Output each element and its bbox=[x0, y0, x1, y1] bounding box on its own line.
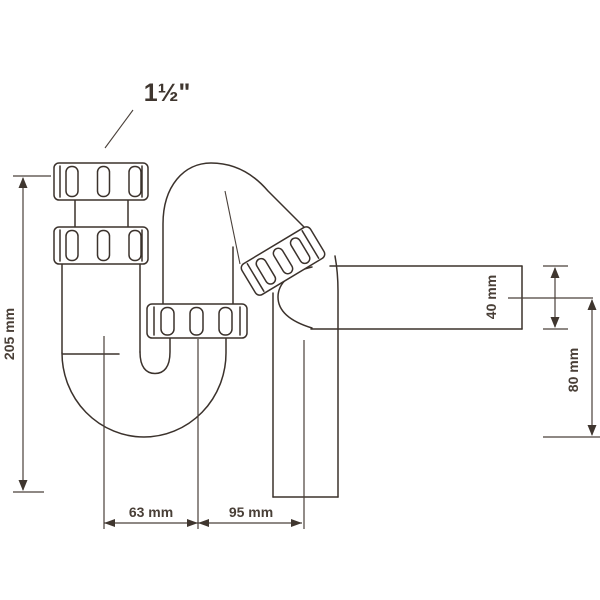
dimension-63-label: 63 mm bbox=[129, 504, 173, 520]
nut-slot bbox=[289, 237, 311, 265]
downpipe-right-edge bbox=[334, 255, 339, 498]
nut-rim bbox=[246, 230, 320, 292]
nut-rim bbox=[153, 306, 241, 336]
arrowhead-left bbox=[104, 519, 115, 527]
arrowhead-right bbox=[291, 519, 302, 527]
arrowhead-down bbox=[587, 425, 597, 436]
dimension-overall-height: 205 mm bbox=[1, 175, 51, 493]
nut-slot bbox=[128, 229, 142, 262]
arrowhead-right bbox=[187, 519, 198, 527]
arrowhead-up bbox=[587, 299, 597, 310]
riser-union-nut bbox=[146, 303, 248, 339]
nut-slot bbox=[96, 165, 111, 198]
u-bend-outer-arc bbox=[61, 337, 227, 438]
dimension-95-label: 95 mm bbox=[229, 504, 273, 520]
nut-slot bbox=[65, 229, 79, 262]
size-label: 1½" bbox=[144, 79, 191, 107]
u-bend-inner-saddle bbox=[139, 337, 171, 375]
nut-slot bbox=[255, 257, 277, 285]
dimension-height-label: 205 mm bbox=[1, 308, 17, 360]
dimension-diameter-label: 40 mm bbox=[483, 275, 499, 319]
inlet-union-nut-lower bbox=[53, 226, 149, 265]
size-callout: 1½" bbox=[104, 79, 191, 149]
dimension-pipe-diameter: 40 mm bbox=[483, 265, 568, 330]
arrowhead-up bbox=[550, 267, 560, 278]
outlet-swivel-nut bbox=[240, 226, 326, 296]
nut-slot bbox=[65, 165, 79, 198]
nut-slot bbox=[218, 306, 233, 336]
arrowhead-up bbox=[18, 177, 28, 188]
arrowhead-down bbox=[550, 317, 560, 328]
arrowhead-down bbox=[18, 480, 28, 491]
nut-rim bbox=[59, 165, 143, 198]
nut-slot bbox=[96, 229, 111, 262]
nut-slot bbox=[189, 306, 204, 336]
arrowhead-left bbox=[198, 519, 209, 527]
return-bend-dome bbox=[162, 162, 306, 305]
trap-body-u-bend bbox=[61, 263, 227, 438]
dome-inner-line bbox=[224, 190, 241, 265]
nut-rim bbox=[59, 229, 143, 262]
vertical-outlet-pipe bbox=[272, 255, 339, 498]
nut-slot bbox=[272, 247, 294, 275]
inlet-neck bbox=[74, 198, 129, 229]
dimension-bottom-offsets: 63 mm 95 mm bbox=[103, 336, 305, 529]
nut-slot bbox=[128, 165, 142, 198]
nut-slot bbox=[160, 306, 175, 336]
dome-outline bbox=[162, 162, 306, 305]
dimension-outlet-drop: 80 mm bbox=[508, 297, 600, 438]
dimension-drop-label: 80 mm bbox=[565, 348, 581, 392]
inlet-union-nut-top bbox=[53, 162, 149, 201]
leader-line bbox=[104, 109, 134, 149]
